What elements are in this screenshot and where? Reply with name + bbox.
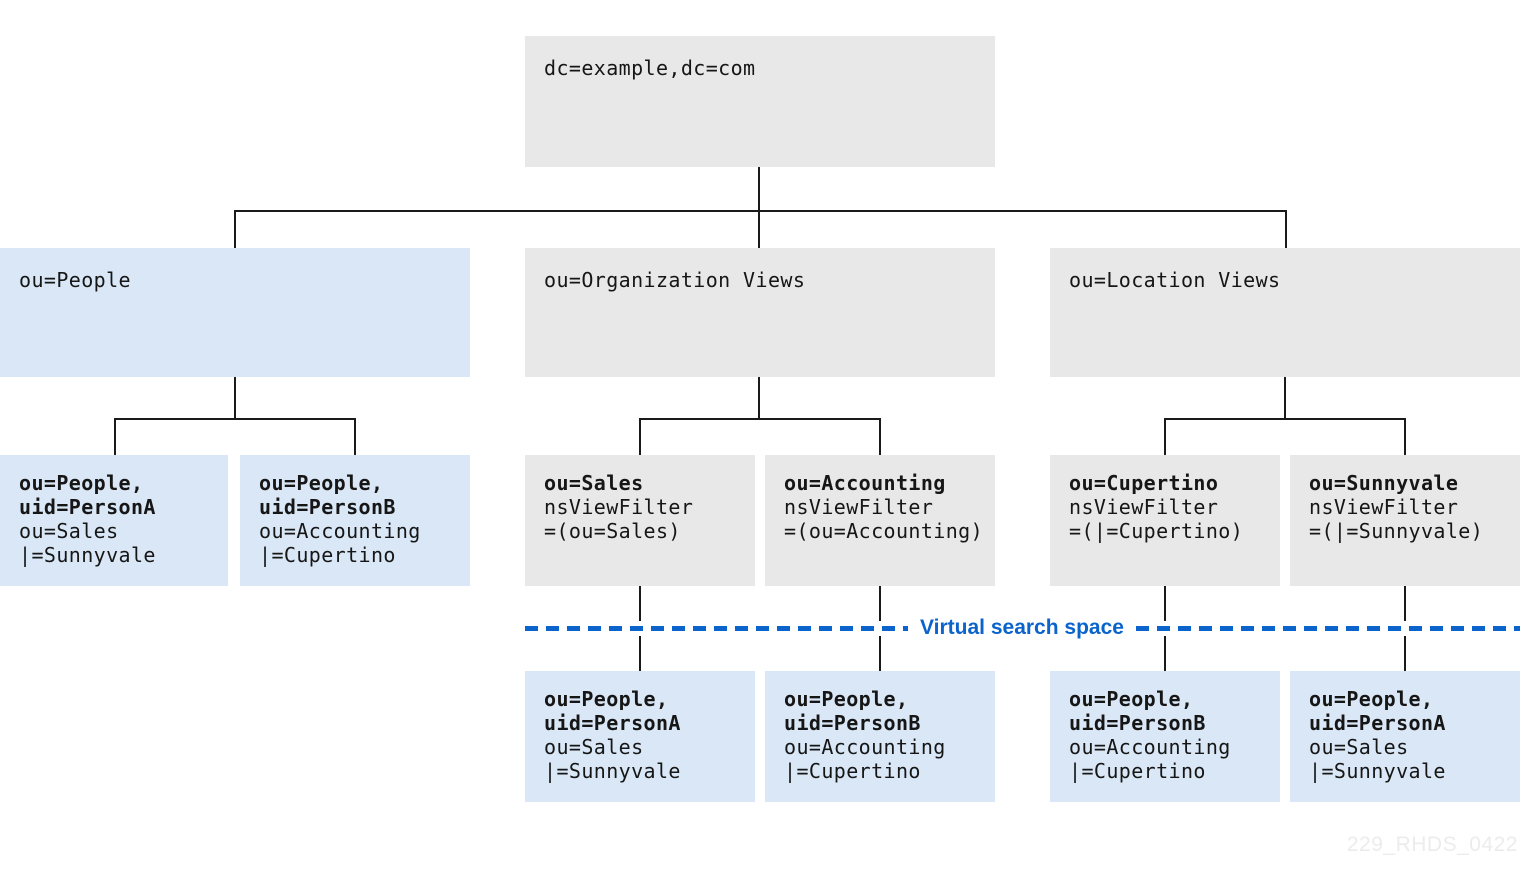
view-line: =(ou=Sales) [544, 519, 681, 543]
virtual-entry-line: uid=PersonA [544, 711, 681, 735]
view-line: ou=Sunnyvale [1309, 471, 1459, 495]
connector-sunnyvale-virtual-top [1404, 586, 1406, 621]
entry-line: ou=People, [259, 471, 384, 495]
connector-location-stem [1284, 377, 1286, 418]
virtual-entry-line: uid=PersonB [1069, 711, 1206, 735]
virtual-search-dash-left [525, 626, 908, 631]
connector-drop-sales-view [639, 418, 641, 455]
view-line: nsViewFilter [544, 495, 694, 519]
root-dn-label: dc=example,dc=com [544, 56, 756, 80]
ou-people-label: ou=People [19, 268, 131, 292]
virtual-entry-line: ou=Sales [544, 735, 644, 759]
entry-line: |=Sunnyvale [19, 543, 156, 567]
virtual-entry-line: |=Sunnyvale [1309, 759, 1446, 783]
entry-line: |=Cupertino [259, 543, 396, 567]
virtual-entry-line: ou=People, [544, 687, 669, 711]
virtual-entry-personb-cupertino-box: ou=People, uid=PersonB ou=Accounting |=C… [1050, 671, 1280, 802]
entry-line: ou=Sales [19, 519, 119, 543]
virtual-search-dash-right [1136, 626, 1520, 631]
connector-cupertino-virtual-bottom [1164, 636, 1166, 671]
view-line: =(|=Cupertino) [1069, 519, 1244, 543]
entry-line: ou=People, [19, 471, 144, 495]
virtual-entry-line: ou=People, [1069, 687, 1194, 711]
view-line: ou=Cupertino [1069, 471, 1219, 495]
virtual-entry-line: uid=PersonA [1309, 711, 1446, 735]
connector-location-hbar [1164, 418, 1406, 420]
connector-sales-virtual-bottom [639, 636, 641, 671]
entry-line: uid=PersonB [259, 495, 396, 519]
virtual-entry-line: |=Cupertino [1069, 759, 1206, 783]
connector-accounting-virtual-bottom [879, 636, 881, 671]
virtual-entry-line: ou=People, [784, 687, 909, 711]
view-accounting-box: ou=Accounting nsViewFilter =(ou=Accounti… [765, 455, 995, 586]
virtual-entry-personb-accounting-box: ou=People, uid=PersonB ou=Accounting |=C… [765, 671, 995, 802]
root-dn-box: dc=example,dc=com [525, 36, 995, 167]
virtual-entry-line: ou=Accounting [784, 735, 946, 759]
virtual-entry-line: |=Sunnyvale [544, 759, 681, 783]
connector-drop-people [234, 210, 236, 248]
connector-org-stem [758, 377, 760, 418]
view-line: ou=Accounting [784, 471, 946, 495]
connector-sales-virtual-top [639, 586, 641, 621]
view-line: nsViewFilter [1069, 495, 1219, 519]
location-views-box: ou=Location Views [1050, 248, 1520, 377]
virtual-search-space-label: Virtual search space [920, 616, 1124, 639]
entry-persona-box: ou=People, uid=PersonA ou=Sales |=Sunnyv… [0, 455, 228, 586]
view-line: =(ou=Accounting) [784, 519, 984, 543]
figure-watermark: 229_RHDS_0422 [1346, 833, 1518, 856]
org-views-box: ou=Organization Views [525, 248, 995, 377]
connector-org-hbar [639, 418, 881, 420]
connector-drop-accounting-view [879, 418, 881, 455]
connector-sunnyvale-virtual-bottom [1404, 636, 1406, 671]
view-line: ou=Sales [544, 471, 644, 495]
connector-root-hbar [234, 210, 1287, 212]
virtual-entry-line: ou=Sales [1309, 735, 1409, 759]
view-cupertino-box: ou=Cupertino nsViewFilter =(|=Cupertino) [1050, 455, 1280, 586]
entry-line: ou=Accounting [259, 519, 421, 543]
virtual-entry-line: ou=Accounting [1069, 735, 1231, 759]
virtual-entry-line: |=Cupertino [784, 759, 921, 783]
connector-accounting-virtual-top [879, 586, 881, 621]
org-views-label: ou=Organization Views [544, 268, 806, 292]
connector-drop-cupertino-view [1164, 418, 1166, 455]
virtual-entry-line: ou=People, [1309, 687, 1434, 711]
location-views-label: ou=Location Views [1069, 268, 1281, 292]
connector-root-stem [758, 167, 760, 210]
view-sunnyvale-box: ou=Sunnyvale nsViewFilter =(|=Sunnyvale) [1290, 455, 1520, 586]
connector-drop-location-views [1285, 210, 1287, 248]
connector-drop-personb [354, 418, 356, 455]
entry-line: uid=PersonA [19, 495, 156, 519]
ou-people-box: ou=People [0, 248, 470, 377]
virtual-entry-persona-sales-box: ou=People, uid=PersonA ou=Sales |=Sunnyv… [525, 671, 755, 802]
view-line: nsViewFilter [1309, 495, 1459, 519]
connector-drop-sunnyvale-view [1404, 418, 1406, 455]
connector-drop-org-views [758, 210, 760, 248]
view-sales-box: ou=Sales nsViewFilter =(ou=Sales) [525, 455, 755, 586]
connector-people-hbar [114, 418, 356, 420]
view-line: =(|=Sunnyvale) [1309, 519, 1484, 543]
connector-cupertino-virtual-top [1164, 586, 1166, 621]
view-line: nsViewFilter [784, 495, 934, 519]
virtual-entry-persona-sunnyvale-box: ou=People, uid=PersonA ou=Sales |=Sunnyv… [1290, 671, 1520, 802]
entry-personb-box: ou=People, uid=PersonB ou=Accounting |=C… [240, 455, 470, 586]
virtual-entry-line: uid=PersonB [784, 711, 921, 735]
connector-drop-persona [114, 418, 116, 455]
connector-people-stem [234, 377, 236, 418]
